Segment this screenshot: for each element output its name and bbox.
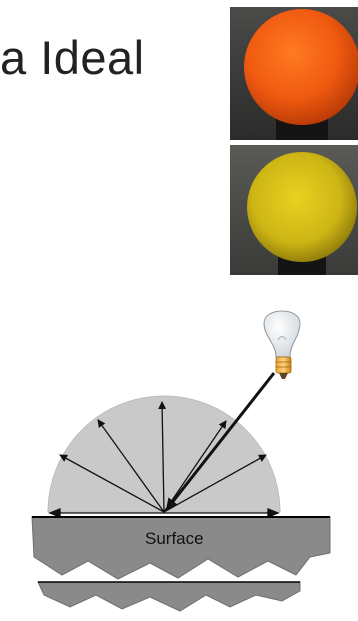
yellow-ball-photo — [230, 145, 358, 275]
surface-label: Surface — [145, 529, 204, 548]
surface-block — [32, 517, 330, 579]
light-bulb-icon — [264, 311, 300, 379]
lower-surface-fragment — [38, 582, 300, 611]
slide-title: a Ideal — [0, 30, 145, 85]
orange-ball-photo — [230, 7, 358, 140]
diffuse-reflection-diagram: Surface — [0, 295, 358, 616]
